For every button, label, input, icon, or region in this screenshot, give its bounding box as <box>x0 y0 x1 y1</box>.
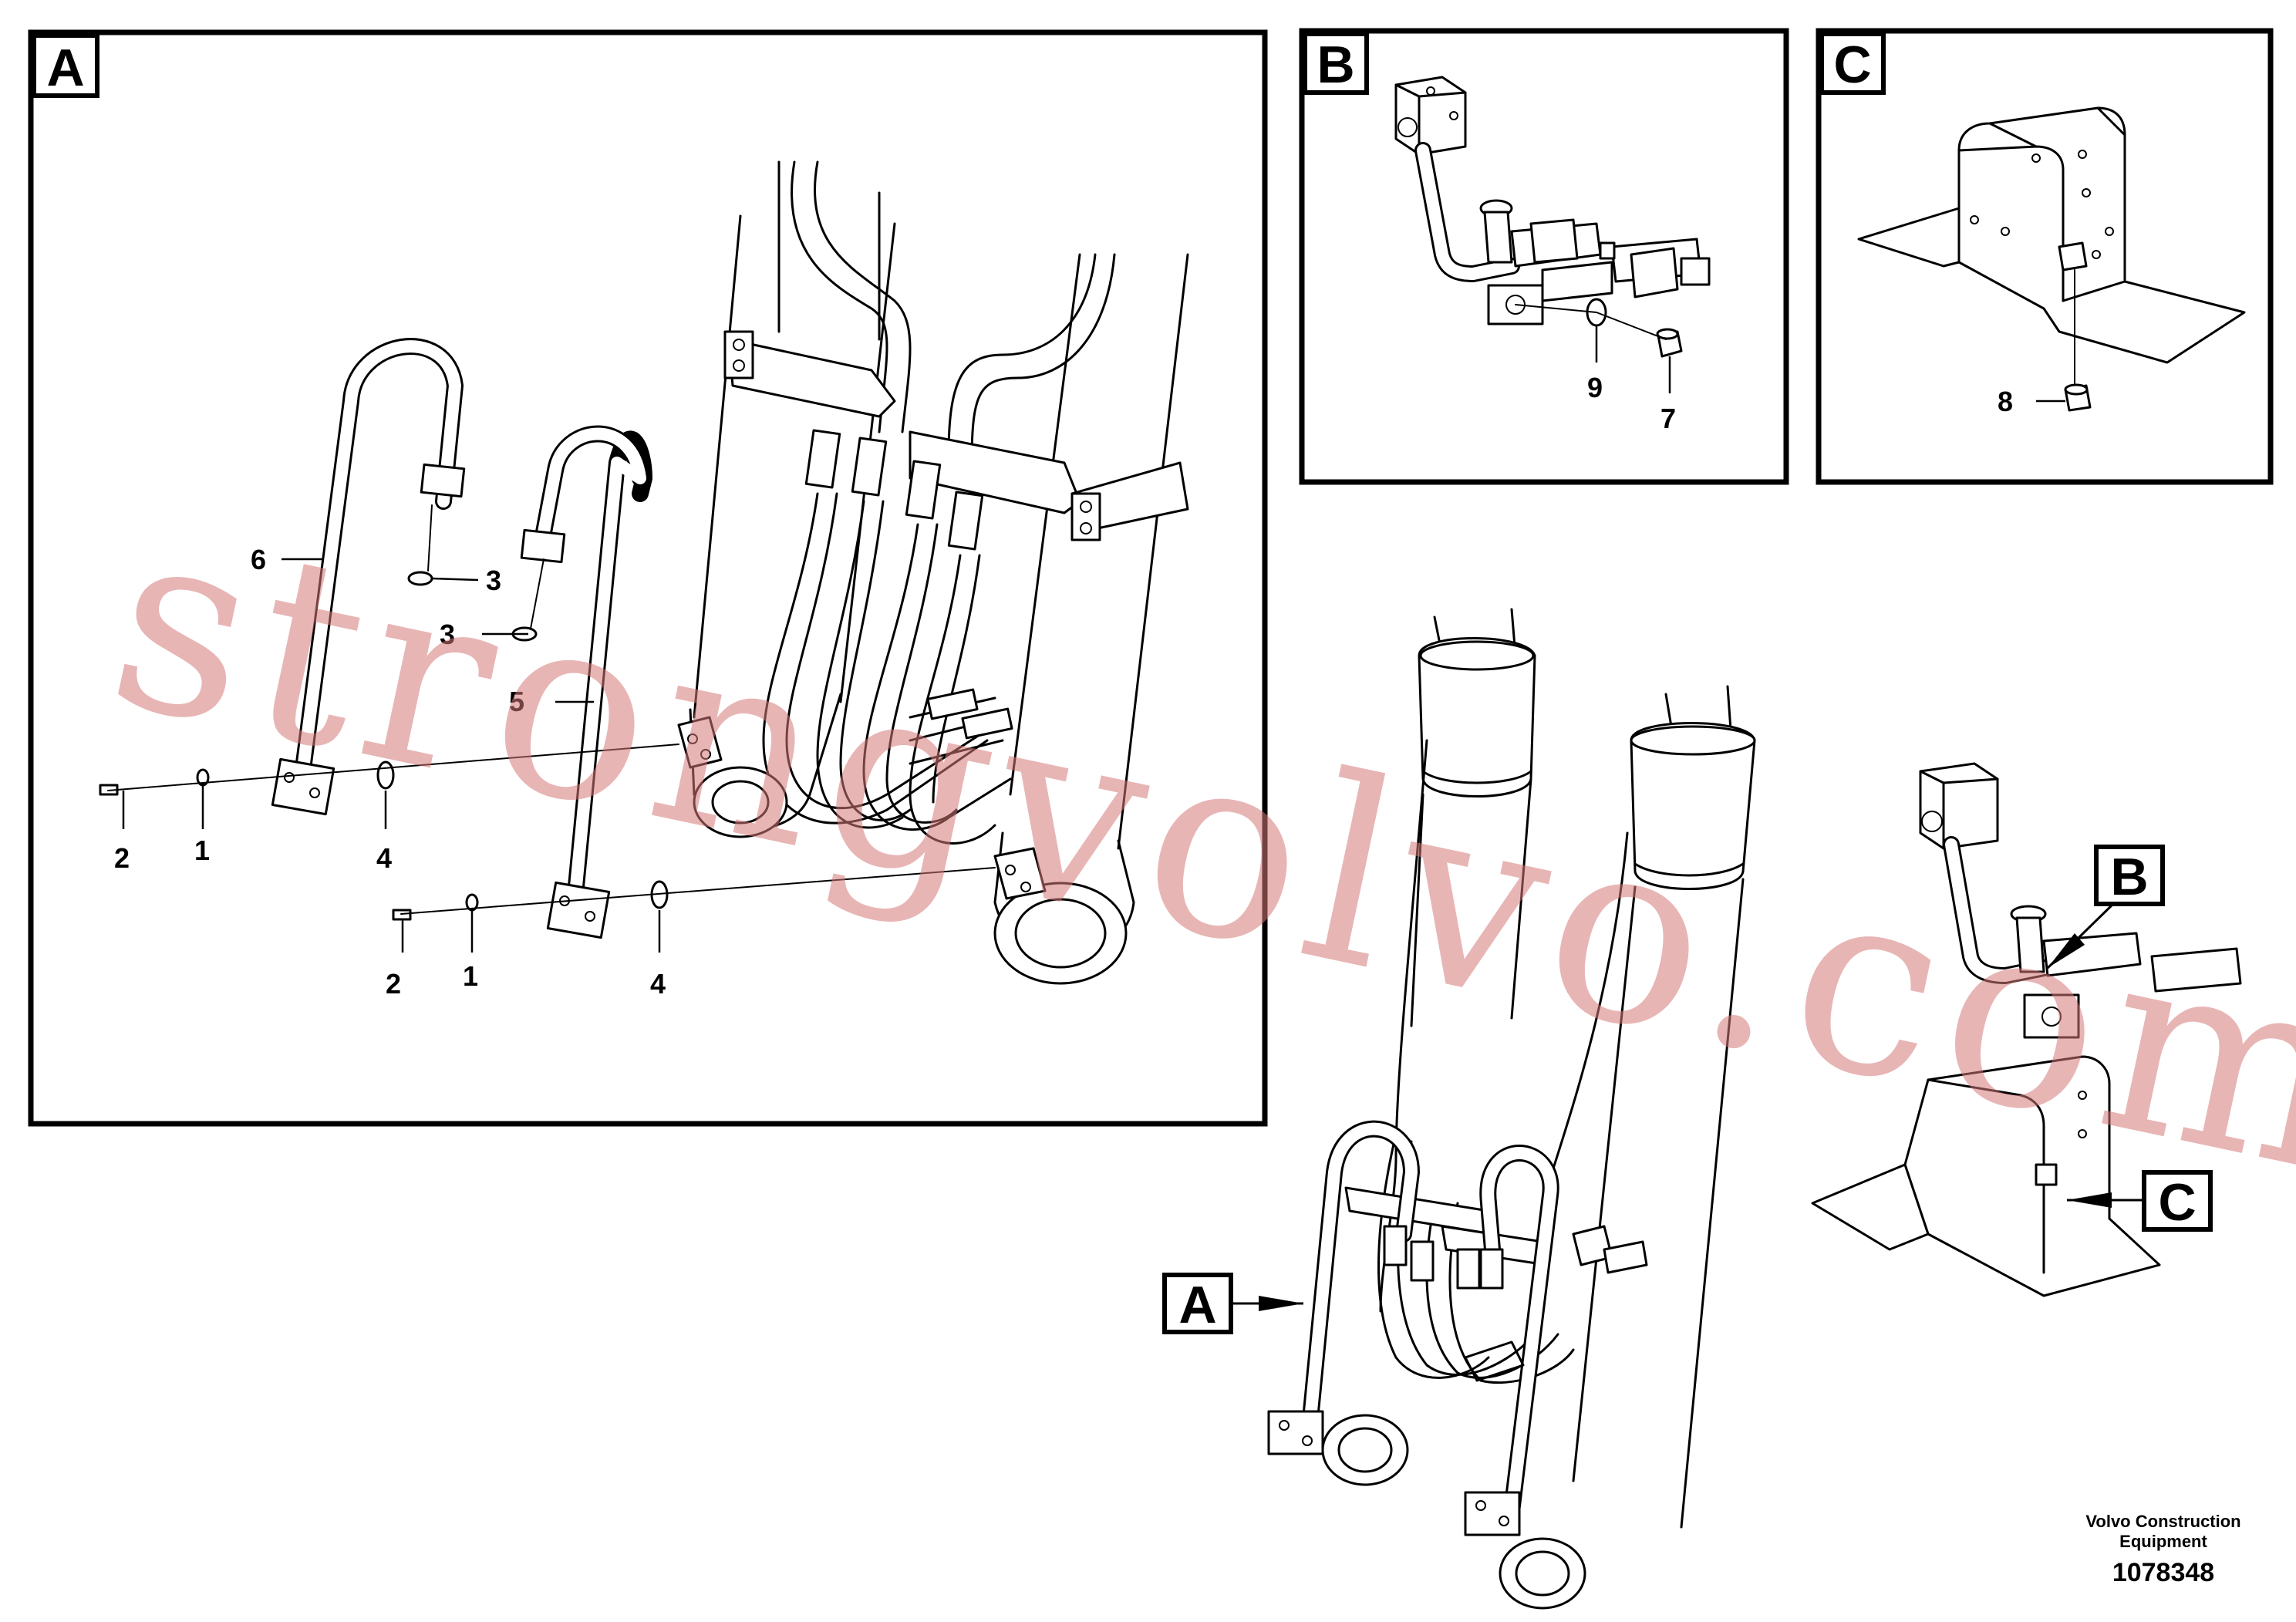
detail-panel-a: A <box>28 29 1268 1127</box>
drawing-footer: Volvo Construction Equipment 1078348 <box>2085 1512 2240 1587</box>
panel-b-tag: B <box>1303 32 1369 95</box>
overview-pointer-b: B <box>2046 845 2165 969</box>
callout-1-upper: 1 <box>194 835 210 866</box>
panel-c-label: C <box>1833 35 1871 94</box>
panel-a-label: A <box>46 39 84 97</box>
detail-panel-c: C 8 <box>1816 28 2274 485</box>
callout-3-lower: 3 <box>440 619 455 650</box>
c-hardware <box>2064 383 2092 412</box>
overview-label-b: B <box>2110 848 2148 906</box>
overview-pointer-c: C <box>2067 1170 2213 1232</box>
callout-8: 8 <box>1998 386 2013 417</box>
callout-7: 7 <box>1660 403 1676 434</box>
overview-label-c: C <box>2158 1173 2196 1232</box>
callout-5: 5 <box>509 686 524 717</box>
overview-illustration: A B C <box>1162 608 2242 1610</box>
callout-3-upper: 3 <box>486 565 501 596</box>
bracket-c <box>1857 106 2246 364</box>
callout-1-lower: 1 <box>463 960 478 992</box>
detail-panel-b: B 9 7 <box>1299 28 1789 485</box>
callout-6: 6 <box>251 544 266 575</box>
pipe-6-assembly <box>271 338 466 816</box>
pipe-5-assembly <box>520 425 652 939</box>
brand-line-1: Volvo Construction <box>2085 1512 2240 1531</box>
drawing-number: 1078348 <box>2112 1558 2214 1587</box>
hardware-rings <box>99 571 669 921</box>
overview-pointer-a: A <box>1162 1273 1303 1334</box>
brand-line-2: Equipment <box>2119 1532 2207 1551</box>
overview-label-a: A <box>1178 1276 1216 1334</box>
callout-4-upper: 4 <box>376 842 392 874</box>
boom-cylinders-detail <box>677 160 1189 985</box>
panel-c-tag: C <box>1819 32 1886 95</box>
callout-4-lower: 4 <box>650 968 666 1000</box>
callout-9: 9 <box>1587 372 1603 403</box>
assembly-line-lower <box>400 867 996 915</box>
valve-block-b <box>1394 76 1711 325</box>
callout-2-lower: 2 <box>386 968 401 1000</box>
panel-b-label: B <box>1317 35 1354 94</box>
callout-2-upper: 2 <box>114 842 130 874</box>
panel-a-tag: A <box>32 33 99 98</box>
